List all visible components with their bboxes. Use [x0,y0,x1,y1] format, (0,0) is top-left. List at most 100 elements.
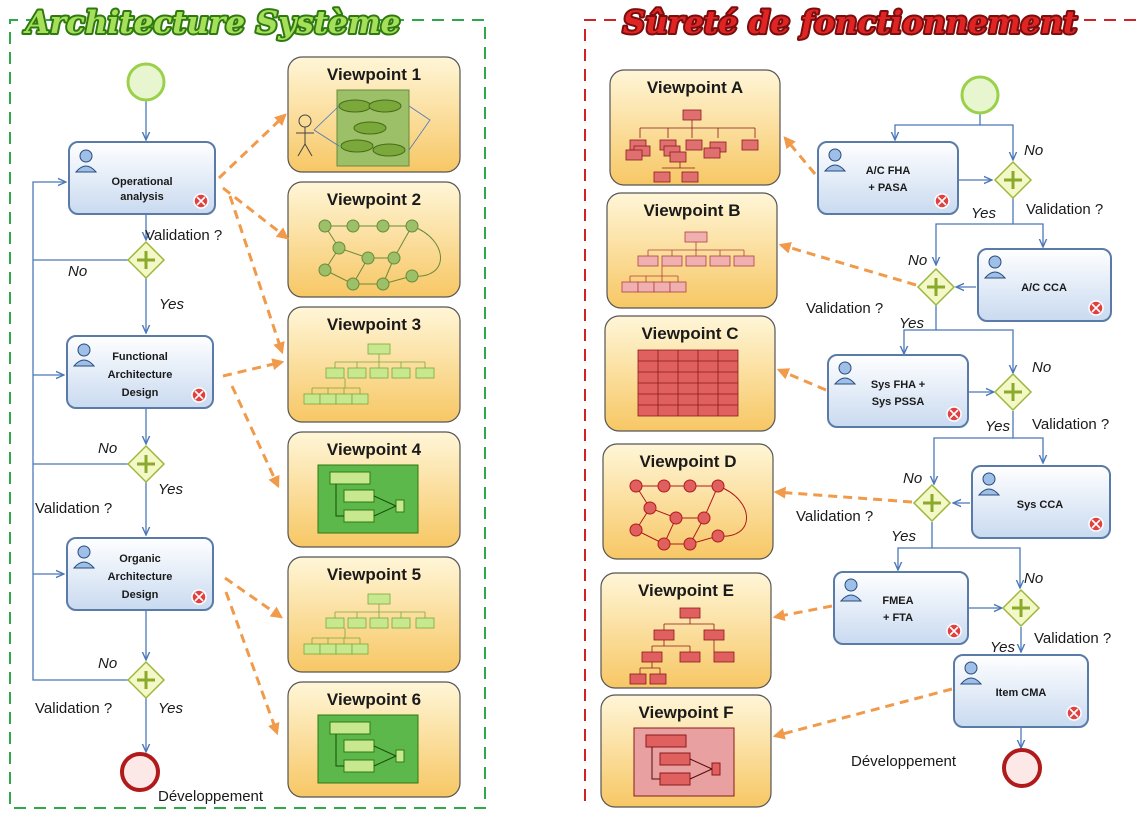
start-event [960,75,1000,115]
task-item-cma[interactable]: Item CMA [953,654,1089,728]
task-label-line3: Design [122,589,159,601]
gateway-validation-2 [126,444,166,484]
viewpoint-d[interactable]: Viewpoint D [602,443,774,560]
cancel-icon [1088,516,1104,532]
cancel-icon [934,193,950,209]
viewpoint-c-title: Viewpoint C [642,324,739,343]
user-icon [72,343,96,367]
task-label-line3: Design [122,387,159,399]
task-ac-fha-pasa[interactable]: A/C FHA + PASA [817,141,959,215]
validation-label: Validation ? [806,300,883,317]
gateway-validation-r5 [1001,588,1041,628]
task-label-line2: + FTA [883,612,913,624]
gateway-validation-3 [126,660,166,700]
cancel-icon [191,589,207,605]
block-diagram-thumbnail [317,464,419,534]
left-viewpoint-links [217,113,289,736]
gateway-validation-r3 [993,372,1033,412]
end-label: Développement [851,753,957,770]
use-case-diagram-thumbnail [296,89,431,167]
state-diagram-thumbnail [318,219,441,291]
viewpoint-5[interactable]: Viewpoint 5 [287,556,461,673]
end-event [120,752,160,792]
viewpoint-f[interactable]: Viewpoint F [600,694,772,808]
left-flow-connectors [32,100,146,752]
no-label: No [908,252,927,269]
viewpoint-a[interactable]: Viewpoint A [609,69,781,186]
task-label-line1: Sys CCA [1017,499,1064,511]
yes-label: Yes [990,639,1016,656]
task-label-line2: analysis [120,191,163,203]
viewpoint-2[interactable]: Viewpoint 2 [287,181,461,298]
gateway-validation-r4 [912,483,952,523]
viewpoint-4-title: Viewpoint 4 [327,440,422,459]
viewpoint-4[interactable]: Viewpoint 4 [287,431,461,548]
viewpoint-5-title: Viewpoint 5 [327,565,421,584]
task-sys-fha-pssa[interactable]: Sys FHA + Sys PSSA [827,354,969,428]
task-label-line2: Sys PSSA [872,396,925,408]
hazard-tree-thumbnail [625,109,759,183]
viewpoint-a-title: Viewpoint A [647,78,743,97]
user-icon [74,149,98,173]
task-label-line1: Organic [119,553,161,565]
task-ac-cca[interactable]: A/C CCA [977,248,1112,322]
validation-label: Validation ? [35,500,112,517]
fault-tree-thumbnail [629,607,735,685]
right-panel-title: Sûreté de fonctionnement [623,5,1078,41]
left-panel-frame [9,19,486,809]
start-event [126,62,166,102]
validation-label: Validation ? [35,700,112,717]
task-functional-architecture-design[interactable]: Functional Architecture Design [66,335,214,409]
no-label: No [98,440,117,457]
task-label-line1: A/C FHA [866,165,911,177]
viewpoint-c[interactable]: Viewpoint C [604,315,776,432]
viewpoint-1-title: Viewpoint 1 [327,65,421,84]
gateway-validation-r2 [916,267,956,307]
no-label: No [1024,142,1043,159]
no-label: No [1032,359,1051,376]
viewpoint-f-title: Viewpoint F [638,703,733,722]
task-operational-analysis[interactable]: Operational analysis [68,141,216,215]
end-label: Développement [158,788,264,805]
viewpoint-1[interactable]: Viewpoint 1 [287,56,461,173]
gateway-validation-r1 [993,160,1033,200]
task-organic-architecture-design[interactable]: Organic Architecture Design [66,537,214,611]
state-diagram-thumbnail [629,479,747,551]
validation-label: Validation ? [1034,630,1111,647]
viewpoint-3[interactable]: Viewpoint 3 [287,306,461,423]
block-diagram-thumbnail [317,714,419,784]
viewpoint-b[interactable]: Viewpoint B [606,192,778,309]
user-icon [833,361,857,385]
task-label-line1: Operational [111,176,172,188]
task-fmea-fta[interactable]: FMEA + FTA [833,571,969,645]
yes-label: Yes [899,315,925,332]
task-label-line1: A/C CCA [1021,282,1067,294]
viewpoint-e[interactable]: Viewpoint E [600,572,772,689]
viewpoint-6[interactable]: Viewpoint 6 [287,681,461,798]
task-label-line1: Item CMA [996,687,1047,699]
block-diagram-thumbnail [633,727,735,797]
tree-diagram-thumbnail [303,593,435,655]
yes-label: Yes [158,700,184,717]
left-panel-title: Architecture Système [23,5,401,41]
right-panel-frame [584,19,1136,808]
cancel-icon [191,387,207,403]
end-event [1002,748,1042,788]
cancel-icon [193,193,209,209]
task-label-line1: Functional [112,351,168,363]
yes-label: Yes [891,528,917,545]
yes-label: Yes [971,205,997,222]
task-label-line2: + PASA [868,182,907,194]
tree-diagram-thumbnail [621,231,755,293]
yes-label: Yes [985,418,1011,435]
user-icon [983,255,1007,279]
viewpoint-2-title: Viewpoint 2 [327,190,421,209]
task-label-line2: Architecture [108,369,173,381]
validation-label: Validation ? [796,508,873,525]
viewpoint-3-title: Viewpoint 3 [327,315,421,334]
task-sys-cca[interactable]: Sys CCA [971,465,1111,539]
gateway-validation-1 [126,240,166,280]
validation-label: Validation ? [1026,201,1103,218]
yes-label: Yes [158,481,184,498]
